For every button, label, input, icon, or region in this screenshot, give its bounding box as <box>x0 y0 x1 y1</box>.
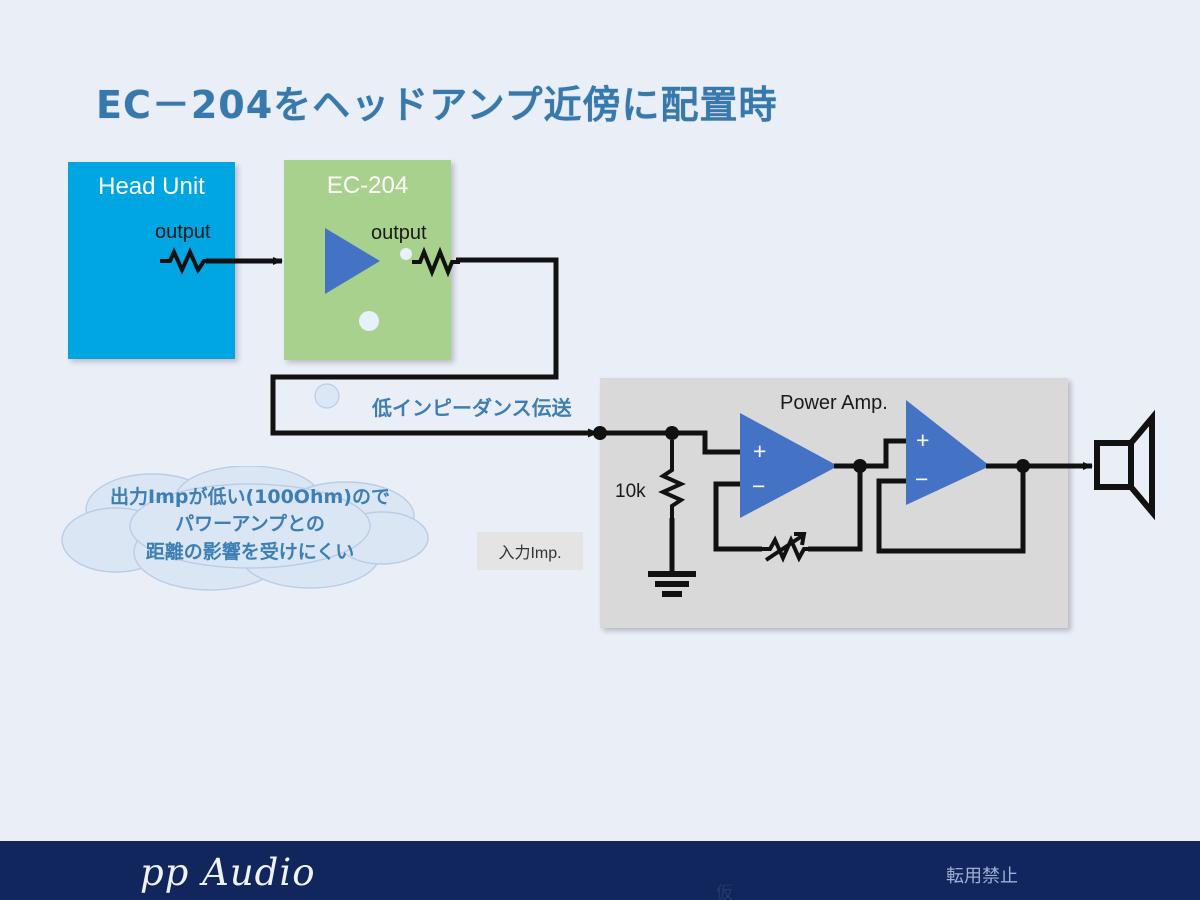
brand-logo: pp Audio <box>140 851 316 894</box>
footer-bar <box>0 841 1200 900</box>
resistor-10k-label: 10k <box>615 481 646 502</box>
head-unit-output-label: output <box>155 221 211 243</box>
input-impedance-chip: 入力Imp. <box>477 532 583 570</box>
cloud-callout: 出力Impが低い(100Ohm)ので パワーアンプとの 距離の影響を受けにくい <box>60 465 440 594</box>
ec204-block: EC-204 <box>284 160 451 360</box>
footer-watermark: 仮 <box>716 883 733 900</box>
low-impedance-transmission-label: 低インピーダンス伝送 <box>372 396 572 420</box>
head-unit-block: Head Unit <box>68 162 235 359</box>
page-title: EC－204をヘッドアンプ近傍に配置時 <box>96 83 778 127</box>
power-amp-panel <box>600 378 1068 628</box>
footer-notice: 転用禁止 <box>946 866 1018 886</box>
cloud-callout-text: 出力Impが低い(100Ohm)ので パワーアンプとの 距離の影響を受けにくい <box>110 486 390 563</box>
head-unit-label: Head Unit <box>98 173 205 200</box>
ec204-label: EC-204 <box>326 172 409 199</box>
cloud-shape-icon <box>61 465 429 591</box>
ec204-output-label: output <box>371 222 427 244</box>
power-amp-title: Power Amp. <box>780 392 888 414</box>
bubble-dot-icon <box>314 383 340 409</box>
speaker-symbol-icon <box>1094 409 1155 521</box>
